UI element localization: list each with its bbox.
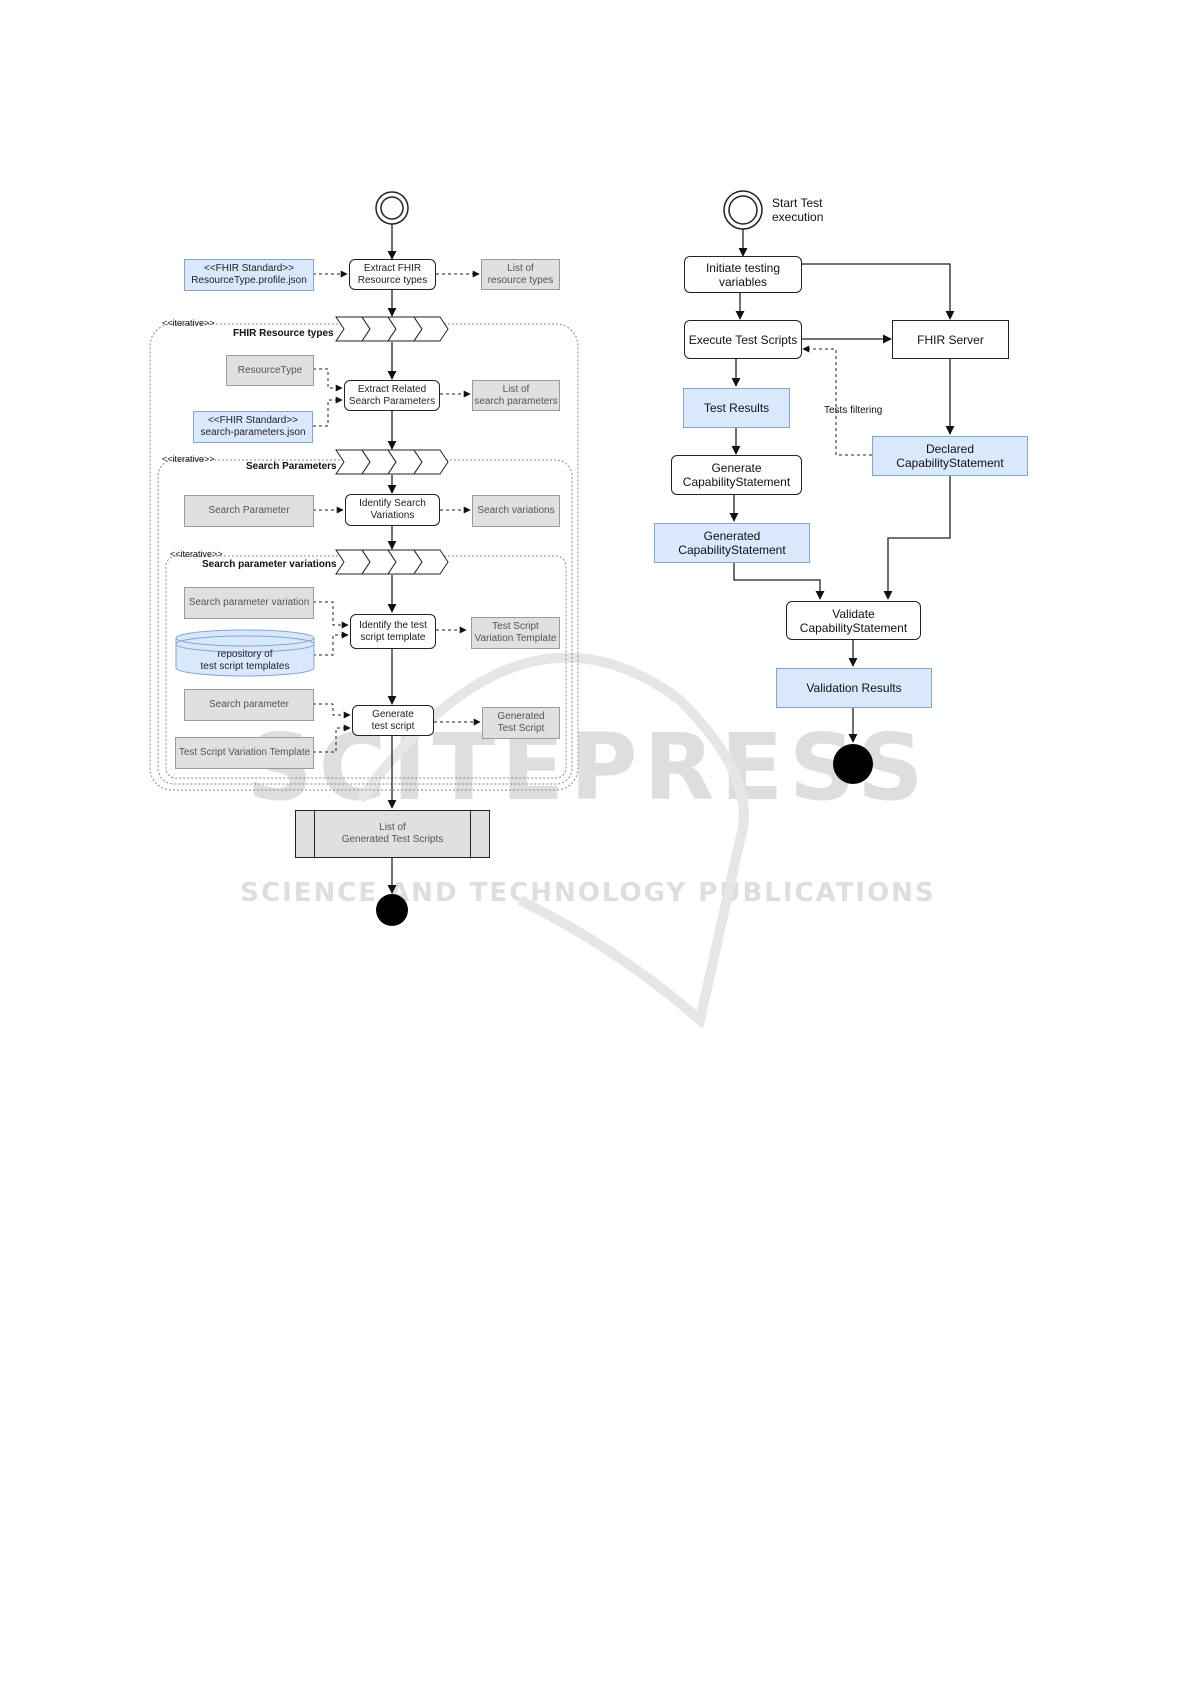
search-parameter-variations-title: Search parameter variations [202, 559, 337, 570]
execute-test-scripts: Execute Test Scripts [684, 320, 802, 359]
search-parameter-variation-input: Search parameter variation [184, 587, 314, 619]
right-end-node [833, 744, 873, 784]
repository-of-test-script-templates: repository of test script templates [200, 649, 290, 672]
iterative-label-variations: <<iterative>> [170, 549, 223, 559]
search-variations-output: Search variations [472, 495, 560, 527]
validate-capability-statement: Validate CapabilityStatement [786, 601, 921, 640]
left-end-node [376, 894, 408, 926]
test-script-variation-template-input: Test Script Variation Template [175, 737, 314, 769]
fhir-resourcetype-profile: <<FHIR Standard>> ResourceType.profile.j… [184, 259, 314, 291]
chevrons-resource-types [335, 316, 449, 342]
list-of-generated-test-scripts: List of Generated Test Scripts [295, 810, 490, 858]
repository-cylinder [175, 629, 315, 677]
chevrons-search-parameters [335, 449, 449, 475]
fhir-resource-types-title: FHIR Resource types [233, 328, 334, 339]
extract-fhir-resource-types: Extract FHIR Resource types [349, 259, 436, 290]
region-search-parameters [157, 459, 573, 785]
fhir-server: FHIR Server [892, 320, 1009, 359]
resourcetype-input: ResourceType [226, 355, 314, 386]
declared-capability-statement: Declared CapabilityStatement [872, 436, 1028, 476]
generate-test-script: Generate test script [352, 705, 434, 736]
test-results: Test Results [683, 388, 790, 428]
fhir-search-parameters-json: <<FHIR Standard>> search-parameters.json [193, 411, 313, 443]
generated-test-script-output: Generated Test Script [482, 707, 560, 739]
identify-test-script-template: Identify the test script template [350, 614, 436, 649]
generated-capability-statement: Generated CapabilityStatement [654, 523, 810, 563]
generate-capability-statement: Generate CapabilityStatement [671, 455, 802, 495]
identify-search-variations: Identify Search Variations [345, 494, 440, 526]
test-script-variation-template-output: Test Script Variation Template [471, 617, 560, 649]
iterative-label-search-parameters: <<iterative>> [162, 454, 215, 464]
tests-filtering-label: Tests filtering [824, 405, 883, 416]
search-parameter-input: Search Parameter [184, 495, 314, 527]
watermark-swoosh [355, 652, 749, 1030]
list-of-search-parameters: List of search parameters [472, 380, 560, 411]
validation-results: Validation Results [776, 668, 932, 708]
search-parameters-title: Search Parameters [246, 461, 337, 472]
chevrons-variations [335, 549, 449, 575]
start-test-execution-label: Start Test execution [772, 196, 824, 224]
watermark-subtitle: SCIENCE AND TECHNOLOGY PUBLICATIONS [240, 878, 936, 908]
list-right-divider [470, 810, 471, 858]
extract-related-search-parameters: Extract Related Search Parameters [344, 380, 440, 411]
iterative-label-resource-types: <<iterative>> [162, 318, 215, 328]
list-of-resource-types: List of resource types [481, 259, 560, 290]
initiate-testing-variables: Initiate testing variables [684, 256, 802, 293]
search-parameter-lower-input: Search parameter [184, 689, 314, 721]
list-left-divider [314, 810, 315, 858]
